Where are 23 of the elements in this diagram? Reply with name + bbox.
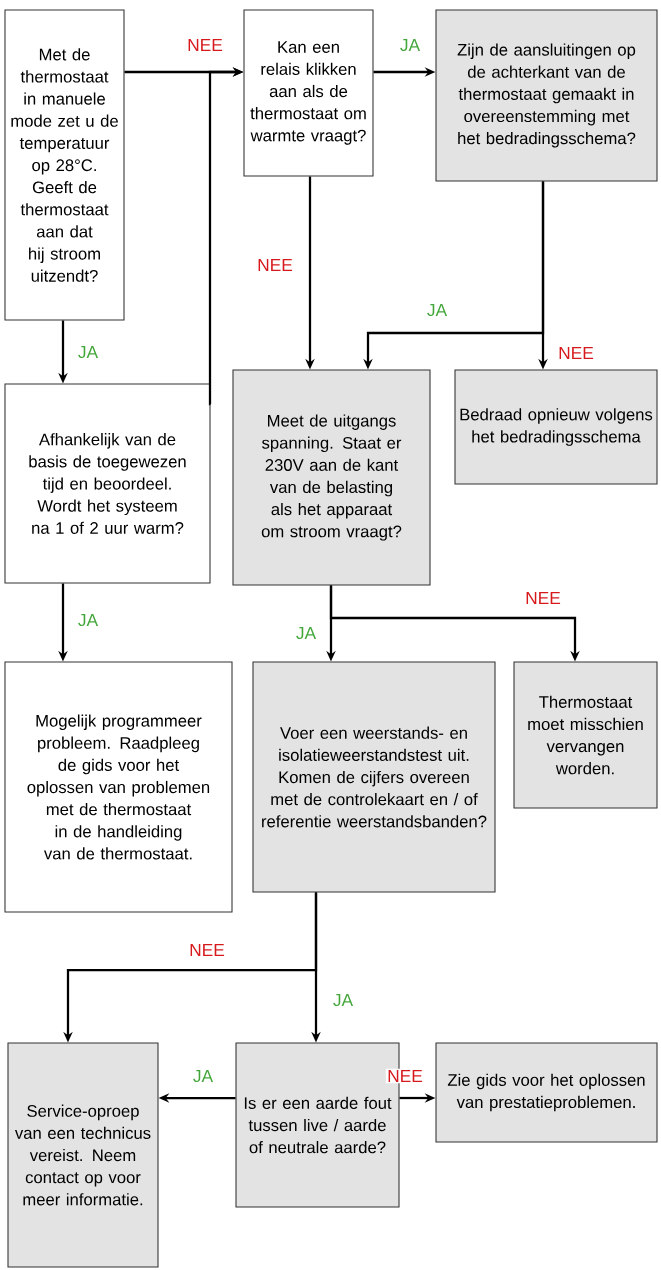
flowchart-box: Meet de uitgangs spanning. Staat er 230V aan de kant van de belasting als het apparaat om stroom vraagt? xyxy=(232,369,431,586)
edge-label: JA xyxy=(191,1068,215,1084)
flowchart-box: Service-oproep van een technicus vereist. Neem contact op voor meer informatie. xyxy=(7,1042,159,1268)
flowchart-box: Thermostaat moet misschien vervangen worden. xyxy=(513,661,658,809)
flowchart-box: Zie gids voor het oplossen van prestatieproblemen. xyxy=(435,1042,658,1143)
flowchart-box: Voer een weerstands- en isolatieweerstandstest uit. Komen de cijfers overeen met de controlekaart en / of referentie weerstandsbanden? xyxy=(252,661,496,893)
edge-label: NEE xyxy=(523,590,563,606)
edge-label: NEE xyxy=(185,37,225,53)
flowchart-box: Kan een relais klikken aan als de thermostaat om warmte vraagt? xyxy=(243,9,374,177)
flowchart-box: Bedraad opnieuw volgens het bedradingsschema xyxy=(454,369,658,485)
edge-label: NEE xyxy=(556,345,596,361)
flowchart-box: Afhankelijk van de basis de toegewezen tijd en beoordeel. Wordt het systeem na 1 of 2 uur warm? xyxy=(4,383,211,584)
edge-label: JA xyxy=(425,302,449,318)
flowchart-box: Mogelijk programmeer probleem. Raadpleeg de gids voor het oplossen van problemen met de thermostaat in de handleiding van de thermostaat. xyxy=(4,661,233,913)
flowchart-box: Met de thermostaat in manuele mode zet u de temperatuur op 28°C. Geeft de thermostaat aan dat hij stroom uitzendt? xyxy=(4,9,125,321)
flowchart-box: Zijn de aansluitingen op de achterkant van de thermostaat gemaakt in overeenstemming met het bedradingsschema? xyxy=(435,9,658,182)
edge-label: JA xyxy=(76,344,100,360)
edge-label: JA xyxy=(331,992,355,1008)
edge-label: NEE xyxy=(187,942,227,958)
edge-label: JA xyxy=(76,612,100,628)
edge-label: NEE xyxy=(255,257,295,273)
edge-label: JA xyxy=(398,37,422,53)
edge-label: JA xyxy=(294,625,318,641)
